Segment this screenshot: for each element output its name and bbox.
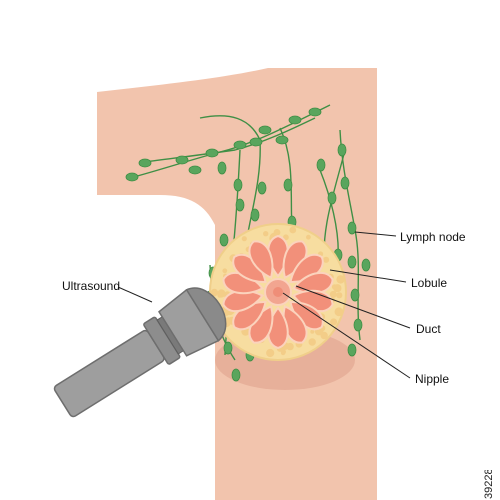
lymph-node <box>125 172 139 182</box>
fat-globule <box>333 284 342 293</box>
leader-line-duct <box>295 285 411 329</box>
probe-handle <box>53 329 165 418</box>
fat-globule <box>308 338 316 346</box>
lymph-node <box>233 178 243 192</box>
lymph-node <box>340 176 350 190</box>
fat-globule <box>334 307 344 317</box>
lymph-node <box>217 161 227 175</box>
fat-globule <box>329 290 337 298</box>
fat-globule <box>241 236 247 242</box>
lymph-node <box>258 125 272 135</box>
fat-globule <box>336 275 345 284</box>
lymph-node <box>288 115 302 125</box>
lymph-node <box>347 255 357 269</box>
leader-line-lymph-node <box>354 231 397 237</box>
fat-globule <box>266 348 275 358</box>
fat-globule <box>320 331 328 340</box>
fat-globule <box>217 289 226 298</box>
fat-globule <box>210 288 219 297</box>
label-nipple: Nipple <box>415 372 449 386</box>
nipple <box>273 287 283 297</box>
probe-transducer <box>185 287 227 342</box>
lymph-node <box>347 343 357 357</box>
label-lobule: Lobule <box>411 276 447 290</box>
lymph-node <box>219 233 229 247</box>
lymph-node <box>353 318 363 332</box>
lymph-node <box>257 181 267 195</box>
lymph-node <box>231 368 241 382</box>
lymph-node <box>249 137 263 147</box>
fat-globule <box>310 329 315 334</box>
stock-id: 392283648 <box>483 470 495 499</box>
fat-globule <box>280 350 286 356</box>
lymph-node <box>327 191 337 205</box>
leader-line-nipple <box>282 292 411 379</box>
fat-globule <box>289 226 297 234</box>
stock-id-watermark: 392283648 <box>483 470 495 499</box>
lymph-node <box>308 107 322 117</box>
label-duct: Duct <box>416 322 441 336</box>
lymph-node <box>275 135 289 145</box>
lymph-node <box>233 140 247 150</box>
lymph-node <box>138 158 152 168</box>
lymph-node <box>347 221 357 235</box>
lymph-node <box>188 165 202 175</box>
fat-globule <box>263 231 269 237</box>
lymph-node <box>205 148 219 158</box>
lymph-node <box>235 198 245 212</box>
lymph-node <box>337 143 347 157</box>
lymph-node <box>361 258 371 272</box>
fat-globule <box>336 292 343 299</box>
lobule-body <box>248 240 274 279</box>
leader-line-ultrasound <box>117 286 153 303</box>
lobule <box>248 240 274 279</box>
leader-lines <box>117 231 411 379</box>
label-ultrasound: Ultrasound <box>62 279 120 293</box>
lymph-node <box>223 341 233 355</box>
ultrasound-probe <box>53 287 227 418</box>
label-lymph-node: Lymph node <box>400 230 466 244</box>
lymph-node <box>283 178 293 192</box>
fat-globule <box>306 234 311 240</box>
fat-globule <box>222 268 228 274</box>
leader-line-lobule <box>329 269 407 283</box>
lymph-node <box>316 158 326 172</box>
lymph-node <box>175 155 189 165</box>
fat-globule <box>323 256 330 263</box>
lymph-node <box>350 288 360 302</box>
lymph-node <box>250 208 260 222</box>
fat-globule <box>224 317 233 325</box>
fat-globule <box>331 320 337 326</box>
